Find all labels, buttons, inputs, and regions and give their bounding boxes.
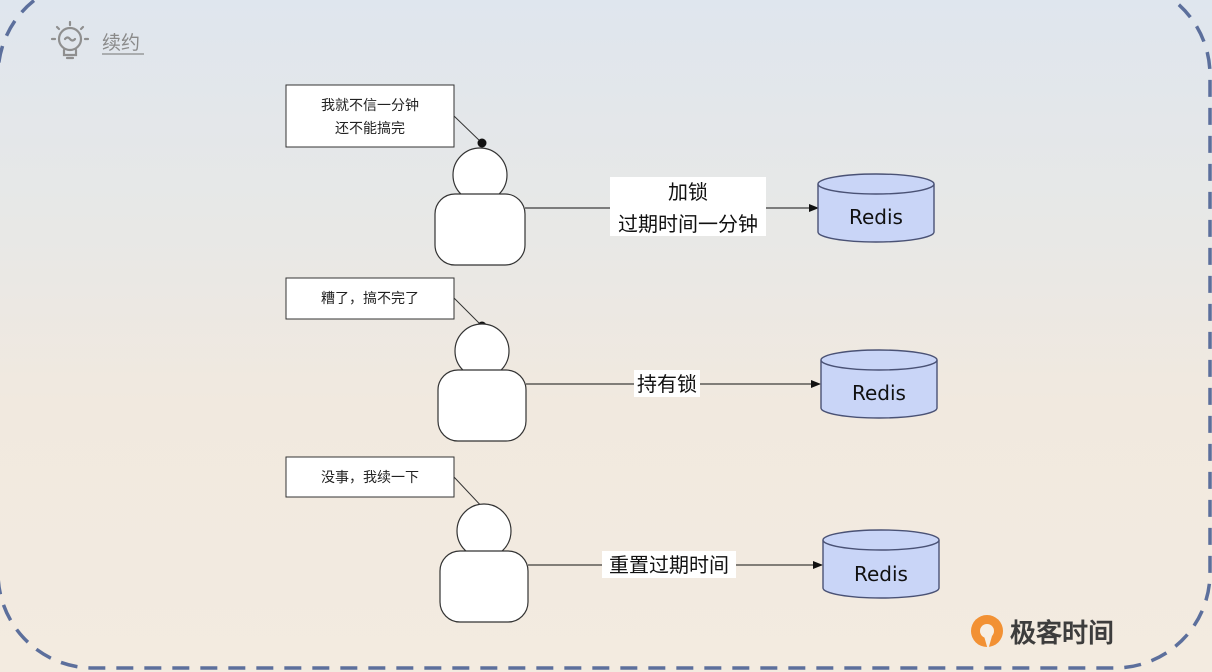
edge-label-bg — [634, 370, 700, 397]
bubble-text-line-1: 没事，我续一下 — [321, 469, 419, 486]
edge-label-bg — [602, 551, 736, 578]
redis-database: Redis — [822, 529, 940, 599]
scene-hold: 糟了，搞不完了 持有锁 Redis — [285, 277, 938, 442]
edge-label-line-2: 过期时间一分钟 — [618, 212, 758, 236]
header: 续约 — [50, 20, 144, 60]
redis-database: Redis — [817, 173, 935, 243]
lightbulb-icon — [50, 20, 90, 60]
edge-label-bg — [610, 177, 766, 236]
bubble-pointer — [453, 297, 483, 327]
redis-label: Redis — [849, 205, 903, 229]
person-icon — [434, 147, 526, 266]
brand-watermark: 极客时间 — [971, 615, 1114, 650]
edge-label-line-1: 加锁 — [668, 180, 708, 204]
redis-database: Redis — [820, 349, 938, 419]
bubble-pointer-dot — [477, 138, 487, 148]
scene-lock: 我就不信一分钟 还不能搞完 加锁 过期时间一分钟 Redis — [285, 84, 935, 266]
brand-name: 极客时间 — [1010, 618, 1114, 649]
page-title: 续约 — [102, 32, 140, 54]
speech-bubble — [285, 456, 455, 498]
geektime-logo-icon — [971, 615, 1003, 650]
bubble-text-line-2: 还不能搞完 — [335, 121, 405, 137]
bubble-pointer — [453, 115, 483, 144]
person-icon — [437, 323, 527, 442]
redis-label: Redis — [854, 562, 908, 586]
person-icon — [439, 503, 529, 623]
edge-label-line-1: 持有锁 — [637, 372, 697, 396]
redis-label: Redis — [852, 381, 906, 405]
edge-label-line-1: 重置过期时间 — [609, 553, 729, 577]
speech-bubble — [285, 84, 455, 148]
bubble-text-line-1: 糟了，搞不完了 — [321, 291, 419, 307]
speech-bubble — [285, 277, 455, 320]
scene-renew: 没事，我续一下 重置过期时间 Redis — [285, 456, 940, 623]
bubble-text-line-1: 我就不信一分钟 — [321, 97, 419, 114]
